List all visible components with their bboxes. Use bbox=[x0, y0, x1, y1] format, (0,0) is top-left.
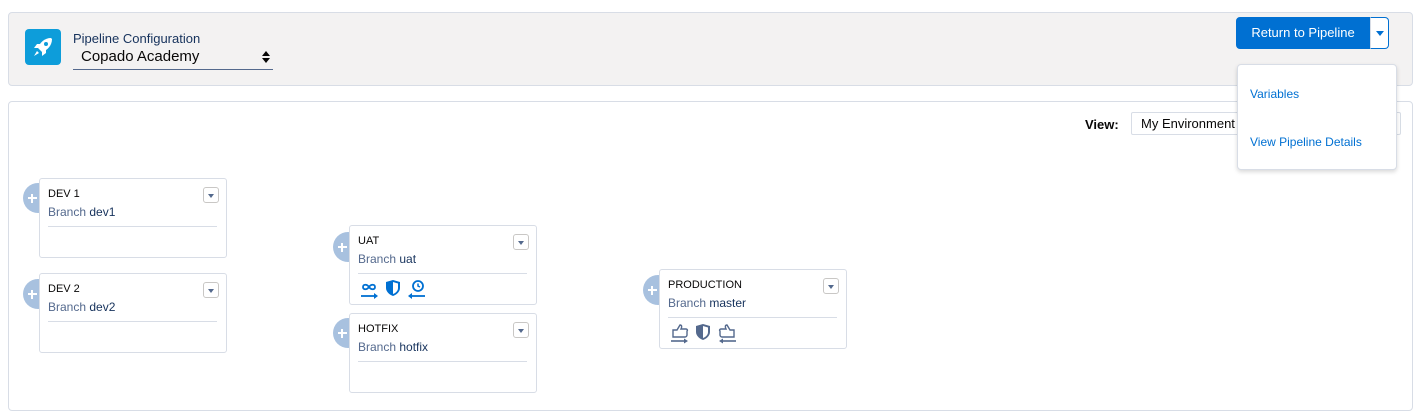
thumbs-back-icon[interactable] bbox=[718, 323, 738, 350]
environment-card-hotfix[interactable]: HOTFIX Branch hotfix bbox=[349, 313, 537, 393]
environment-card-uat[interactable]: UAT Branch uat bbox=[349, 225, 537, 305]
menu-item-variables[interactable]: Variables bbox=[1250, 87, 1300, 101]
environment-name: UAT bbox=[358, 235, 380, 247]
actions-dropdown-button[interactable] bbox=[1370, 17, 1389, 49]
card-divider bbox=[48, 226, 217, 227]
environment-name: PRODUCTION bbox=[668, 279, 742, 291]
shield-icon[interactable] bbox=[385, 279, 401, 302]
card-menu-button[interactable] bbox=[823, 278, 839, 294]
sort-arrows-icon bbox=[262, 51, 270, 63]
pipeline-select[interactable]: Copado Academy bbox=[73, 46, 273, 70]
shield-icon[interactable] bbox=[695, 323, 711, 346]
caret-down-icon bbox=[1376, 31, 1384, 36]
view-label: View: bbox=[1085, 117, 1119, 132]
environment-name: DEV 2 bbox=[48, 283, 80, 295]
card-menu-button[interactable] bbox=[513, 234, 529, 250]
thumbs-up-promote-icon[interactable] bbox=[670, 323, 690, 350]
environment-card-dev1[interactable]: DEV 1 Branch dev1 bbox=[39, 178, 227, 258]
rocket-icon bbox=[25, 29, 61, 65]
card-divider bbox=[668, 317, 837, 318]
environment-name: HOTFIX bbox=[358, 323, 399, 335]
environment-branch: Branch hotfix bbox=[358, 340, 429, 354]
card-divider bbox=[358, 273, 527, 274]
sync-icon[interactable] bbox=[360, 279, 378, 306]
return-to-pipeline-button[interactable]: Return to Pipeline bbox=[1236, 17, 1370, 49]
environment-branch: Branch dev1 bbox=[48, 205, 116, 219]
card-menu-button[interactable] bbox=[203, 282, 219, 298]
page-label: Pipeline Configuration bbox=[73, 31, 201, 46]
clock-back-icon[interactable] bbox=[408, 279, 426, 306]
environment-branch: Branch uat bbox=[358, 252, 417, 266]
environment-card-production[interactable]: PRODUCTION Branch master bbox=[659, 269, 847, 349]
pipeline-canvas bbox=[8, 101, 1413, 411]
actions-menu: Variables View Pipeline Details bbox=[1237, 64, 1397, 170]
environment-card-dev2[interactable]: DEV 2 Branch dev2 bbox=[39, 273, 227, 353]
environment-branch: Branch master bbox=[668, 296, 747, 310]
environment-name: DEV 1 bbox=[48, 188, 80, 200]
environment-branch: Branch dev2 bbox=[48, 300, 116, 314]
card-menu-button[interactable] bbox=[203, 187, 219, 203]
pipeline-select-value: Copado Academy bbox=[81, 48, 200, 65]
menu-item-view-pipeline-details[interactable]: View Pipeline Details bbox=[1250, 135, 1362, 149]
page-header: Pipeline Configuration Copado Academy bbox=[8, 12, 1413, 86]
card-divider bbox=[358, 361, 527, 362]
card-divider bbox=[48, 321, 217, 322]
card-menu-button[interactable] bbox=[513, 322, 529, 338]
